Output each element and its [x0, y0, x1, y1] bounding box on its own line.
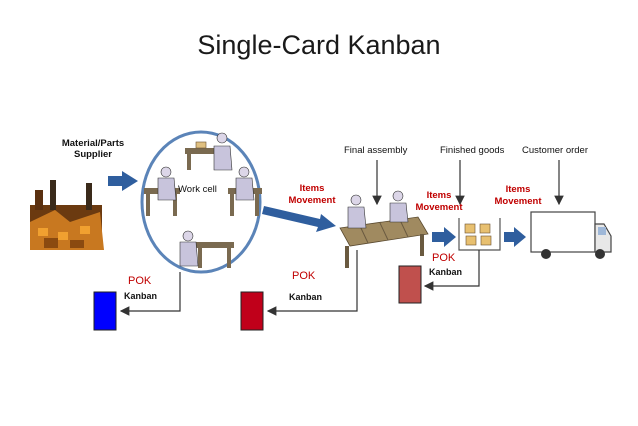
- final-assembly-label: Final assembly: [344, 145, 408, 156]
- flow-arrow-assembly: [432, 227, 456, 247]
- supplier-label: Material/Parts Supplier: [61, 138, 125, 160]
- kanban-return-line-1: [119, 272, 181, 316]
- customer-order-label: Customer order: [522, 145, 588, 156]
- pok-label-1: POK: [128, 275, 152, 287]
- kanban-return-line-3: [423, 250, 480, 291]
- finished-goods-bin-icon: [458, 218, 501, 251]
- truck-icon: [530, 211, 612, 259]
- work-cell-circle: [140, 130, 262, 274]
- worker-icon: [144, 132, 262, 268]
- flow-arrow-supplier: [108, 171, 138, 191]
- kanban-label-3: Kanban: [429, 267, 463, 277]
- pok-label-3: POK: [432, 252, 456, 264]
- kanban-card-light-red: [398, 265, 422, 304]
- flow-arrow-goods: [504, 227, 526, 247]
- factory-icon: [30, 180, 104, 250]
- flow-arrow-workcell: [262, 206, 336, 232]
- diagram-title: Single-Card Kanban: [197, 30, 441, 60]
- finished-goods-label: Finished goods: [440, 145, 505, 156]
- assembly-line-icon: [339, 190, 429, 268]
- kanban-label-2: Kanban: [289, 292, 323, 302]
- items-movement-label-1: Items Movement: [288, 183, 336, 206]
- kanban-label-1: Kanban: [124, 291, 158, 301]
- items-movement-label-2: Items Movement: [415, 190, 463, 213]
- kanban-card-blue: [93, 291, 117, 331]
- work-cell-label: Work cell: [178, 184, 217, 195]
- kanban-return-line-2: [266, 250, 358, 316]
- items-movement-label-3: Items Movement: [494, 184, 542, 207]
- pok-label-2: POK: [292, 270, 316, 282]
- kanban-card-red: [240, 291, 264, 331]
